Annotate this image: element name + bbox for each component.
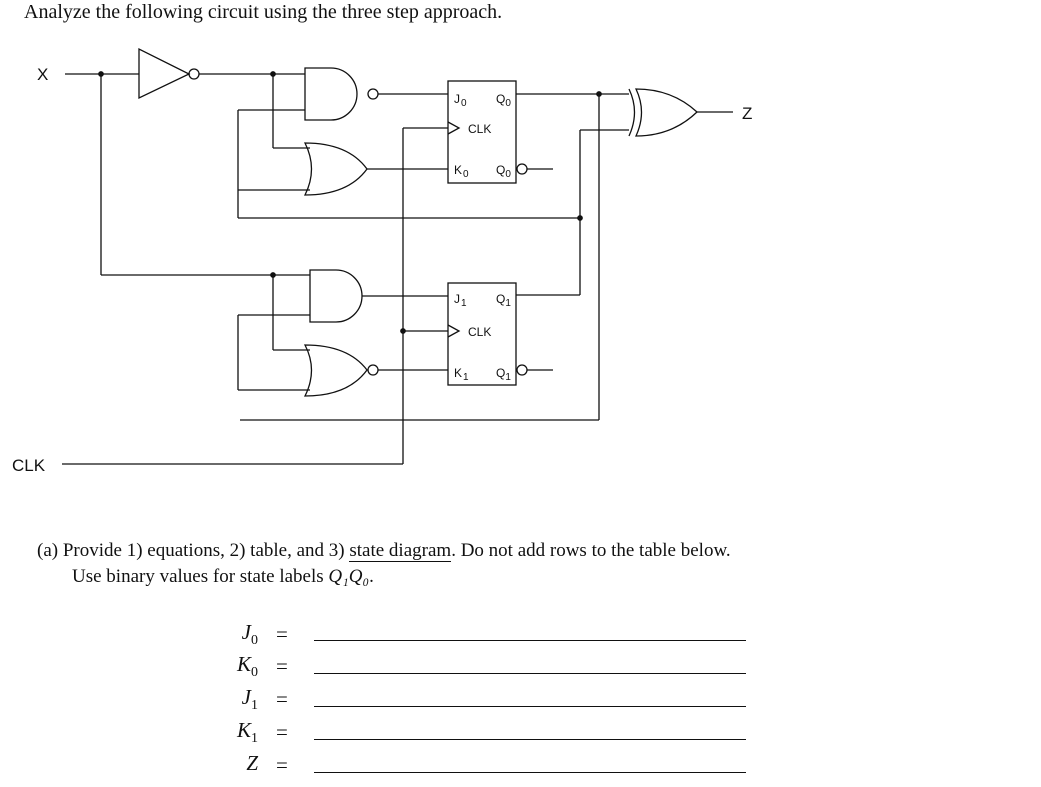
state-diagram-link[interactable]: state diagram [349, 540, 452, 562]
ff1-q-label: Q1 [496, 292, 511, 309]
part-a-label: (a) [37, 540, 59, 561]
part-a-text-b: . Do not add rows to the table below. [451, 540, 731, 561]
input-clk-label: CLK [12, 456, 46, 475]
equals-sign: = [276, 720, 288, 744]
state-label-math: Q₁Q₀ [328, 566, 370, 587]
answer-blank-j1[interactable] [314, 706, 746, 707]
ff0-q-label: Q0 [496, 92, 511, 109]
circuit-diagram: X CLK Z J0 Q0 CLK K0 [12, 47, 752, 475]
ff0-clk-label: CLK [468, 122, 491, 136]
flip-flop-0: J0 Q0 CLK K0 Q0 [447, 80, 629, 184]
equals-sign: = [276, 753, 288, 777]
ff0-j-label: J0 [454, 92, 467, 109]
ff0-k-label: K0 [454, 163, 469, 180]
or-gate-k1 [237, 315, 599, 421]
answer-blank-z[interactable] [314, 772, 746, 773]
flip-flop-1: J1 Q1 CLK K1 Q1 [447, 282, 580, 386]
input-x-label: X [37, 65, 48, 84]
part-a-instructions: (a) Provide 1) equations, 2) table, and … [37, 540, 731, 562]
part-a-line2-prefix: Use binary values for state labels [72, 566, 329, 587]
and-gate-j1 [238, 269, 448, 351]
equation-label-z: Z [246, 751, 258, 775]
equals-sign: = [276, 654, 288, 678]
ff1-j-label: J1 [454, 292, 467, 309]
inverter-gate [138, 47, 310, 149]
output-z-label: Z [742, 104, 752, 123]
equation-label-k0: K0 [236, 652, 258, 681]
xor-gate-z [579, 88, 733, 420]
answer-blank-j0[interactable] [314, 640, 746, 641]
part-a-text-a: Provide 1) equations, 2) table, and 3) [62, 540, 350, 561]
equation-label-j0: J0 [241, 620, 258, 649]
ff1-k-label: K1 [454, 366, 469, 383]
or-gate-k0 [237, 110, 583, 221]
ff1-clk-label: CLK [468, 325, 491, 339]
equation-label-j1: J1 [241, 685, 258, 714]
equation-label-k1: K1 [236, 718, 258, 747]
part-a-instructions-line2: Use binary values for state labels Q₁Q₀. [72, 566, 374, 588]
part-a-line2-suffix: . [369, 566, 374, 587]
ff1-qbar-label: Q1 [496, 366, 511, 383]
and-gate-j0 [304, 67, 448, 121]
equals-sign: = [276, 622, 288, 646]
answer-blank-k1[interactable] [314, 739, 746, 740]
equals-sign: = [276, 687, 288, 711]
answer-blank-k0[interactable] [314, 673, 746, 674]
ff0-qbar-label: Q0 [496, 163, 511, 180]
instructions-heading: Analyze the following circuit using the … [24, 1, 503, 23]
